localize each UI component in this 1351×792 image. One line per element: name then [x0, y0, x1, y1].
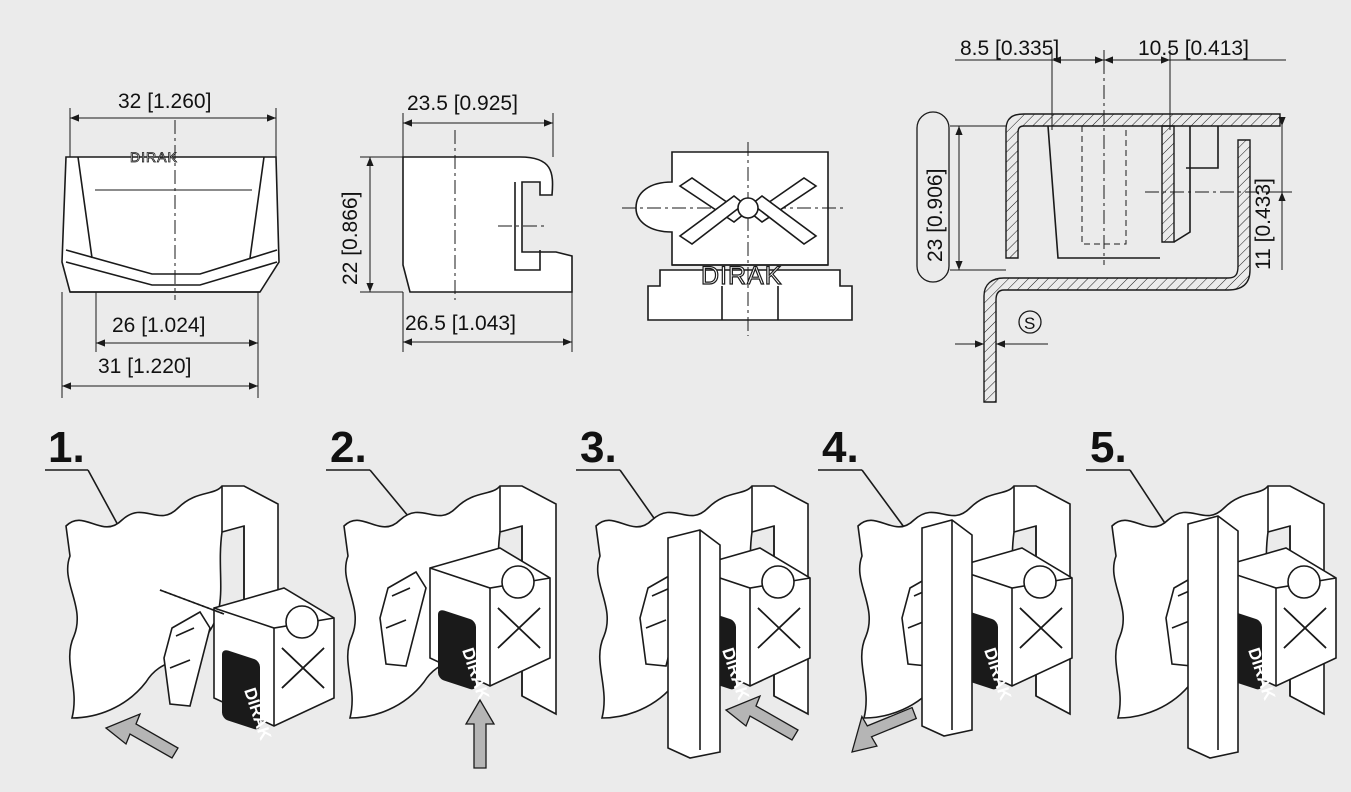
step-5-frame — [1187, 515, 1239, 759]
step-4-label: 4. — [822, 423, 859, 472]
step-5-label: 5. — [1090, 423, 1127, 472]
brand-plate-text: DIRAK — [701, 262, 782, 290]
cross-emblem — [678, 177, 818, 245]
step-1: 1. DIRAK — [45, 423, 335, 759]
step-3-frame — [667, 529, 721, 759]
step-3-label: 3. — [580, 423, 617, 472]
front-top-width-label: 32 [1.260] — [118, 90, 211, 113]
section-height-label: 23 [0.906] — [924, 169, 947, 262]
step-2-label: 2. — [330, 423, 367, 472]
section-view: 8.5 [0.335] 10.5 [0.413] 23 [0.906] 11 [… — [916, 37, 1292, 403]
step-3: 3. DIRAK — [576, 423, 811, 759]
step-5: 5. DIRAK — [1086, 423, 1337, 759]
side-depth-bottom-label: 26.5 [1.043] — [405, 312, 516, 335]
step-4-frame — [921, 519, 973, 737]
section-offset-right-label: 10.5 [0.413] — [1138, 37, 1249, 60]
installation-steps: 1. DIRAK 2. DIRAK — [45, 423, 1337, 772]
step-2: 2. DIRAK — [326, 423, 557, 769]
side-view: 23.5 [0.925] 22 [0.866] 26.5 [1.043] — [339, 92, 573, 352]
section-offset-left-label: 8.5 [0.335] — [960, 37, 1059, 60]
step-4: 4. DIRAK — [818, 423, 1073, 772]
step-1-arrow — [105, 713, 179, 759]
front-view: DIRAK 32 [1.260] 26 [1.024] 31 [1.220] — [61, 90, 280, 398]
step-2-arrow — [464, 698, 496, 769]
front-base-width-label: 31 [1.220] — [98, 355, 191, 378]
top-view: DIRAK — [622, 142, 853, 336]
section-half-height-label: 11 [0.433] — [1252, 178, 1275, 270]
spring-icon — [159, 589, 225, 615]
side-depth-top-label: 23.5 [0.925] — [407, 92, 518, 115]
svg-text:DIRAK: DIRAK — [130, 149, 178, 165]
side-height-label: 22 [0.866] — [339, 192, 362, 285]
step-1-label: 1. — [48, 423, 85, 472]
thickness-symbol: S — [1024, 314, 1035, 333]
front-inner-width-label: 26 [1.024] — [112, 314, 205, 337]
